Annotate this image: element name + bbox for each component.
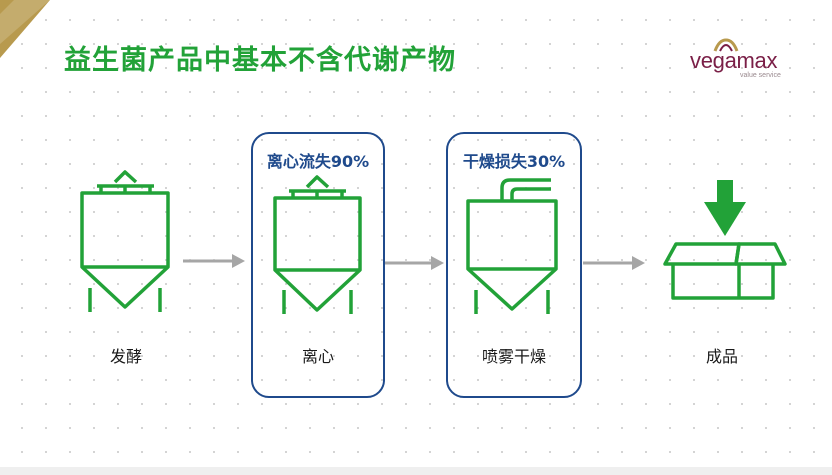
- logo-mark-icon: [713, 38, 739, 52]
- drying-loss-label: 干燥损失30%: [462, 152, 566, 171]
- centrifuge-tank-icon: [273, 175, 362, 314]
- logo-wordmark: vegamax: [690, 48, 778, 73]
- fermenter-tank-icon: [80, 170, 170, 312]
- centrifuge-loss-label: 离心流失90%: [266, 152, 370, 171]
- logo-tagline: value service: [740, 72, 781, 79]
- corner-decoration: [0, 0, 50, 58]
- centrifuge-loss-box: [251, 132, 385, 398]
- flow-arrow-1: [183, 254, 245, 268]
- product-box-icon: [663, 180, 787, 300]
- vegamax-logo: vegamax value service: [690, 38, 790, 84]
- drying-loss-box: [446, 132, 582, 398]
- stage-label-fermentation: 发酵: [109, 347, 142, 366]
- flow-arrow-3: [583, 256, 645, 270]
- flow-arrow-2: [385, 256, 444, 270]
- stage-label-centrifuge: 离心: [301, 347, 334, 366]
- spray-dryer-tank-icon: [466, 178, 558, 314]
- slide-title: 益生菌产品中基本不含代谢产物: [64, 45, 456, 76]
- bottom-band: [0, 467, 832, 475]
- stage-label-finished-product: 成品: [705, 347, 738, 366]
- stage-label-spray-drying: 喷雾干燥: [481, 347, 546, 366]
